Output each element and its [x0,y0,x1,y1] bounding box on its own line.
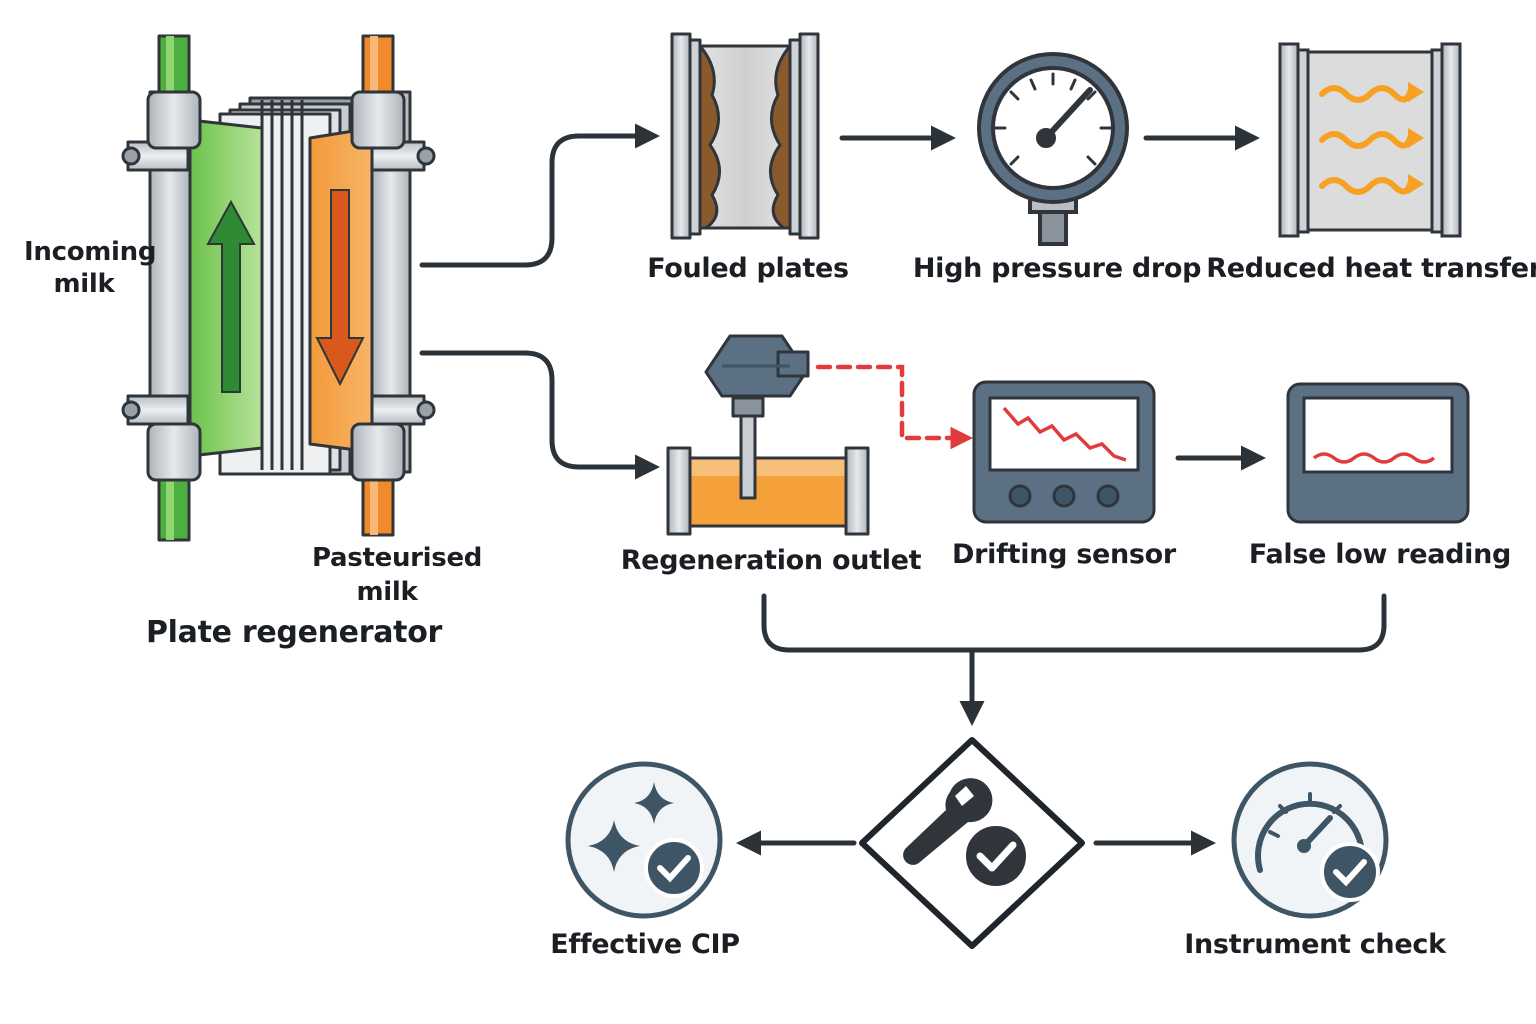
high-pressure-drop-label: High pressure drop [912,253,1202,284]
connector-top [419,123,660,268]
low-reading-monitor-icon [1286,382,1470,524]
pressure-gauge-icon [977,52,1129,246]
fouled-plates-label: Fouled plates [647,253,849,284]
connector-bottom [419,350,660,480]
instrument-check-icon [1231,761,1389,919]
temperature-probe-icon [666,334,870,536]
effective-cip-label: Effective CIP [550,929,740,960]
reduced-heat-transfer-label: Reduced heat transfer [1206,253,1536,284]
pasteurised-milk-label: Pasteurised milk [312,543,483,607]
instrument-check-label: Instrument check [1184,929,1446,960]
drifting-sensor-label: Drifting sensor [952,539,1176,570]
incoming-milk-label: Incoming milk [24,237,157,299]
upward-flow-arrow [206,199,256,393]
heat-exchanger-icon [121,34,436,542]
drifting-monitor-icon [972,380,1156,524]
downward-flow-arrow [315,189,365,387]
row2-arrows [815,364,1266,471]
cip-sparkle-icon [565,761,723,919]
plate-regenerator-label: Plate regenerator [146,615,442,650]
regeneration-outlet-label: Regeneration outlet [620,545,922,576]
false-low-reading-label: False low reading [1248,539,1512,570]
heat-transfer-icon [1278,42,1462,238]
maintenance-diamond-icon [859,737,1085,949]
fouled-plates-icon [670,32,820,240]
merge-connector [736,593,1387,856]
